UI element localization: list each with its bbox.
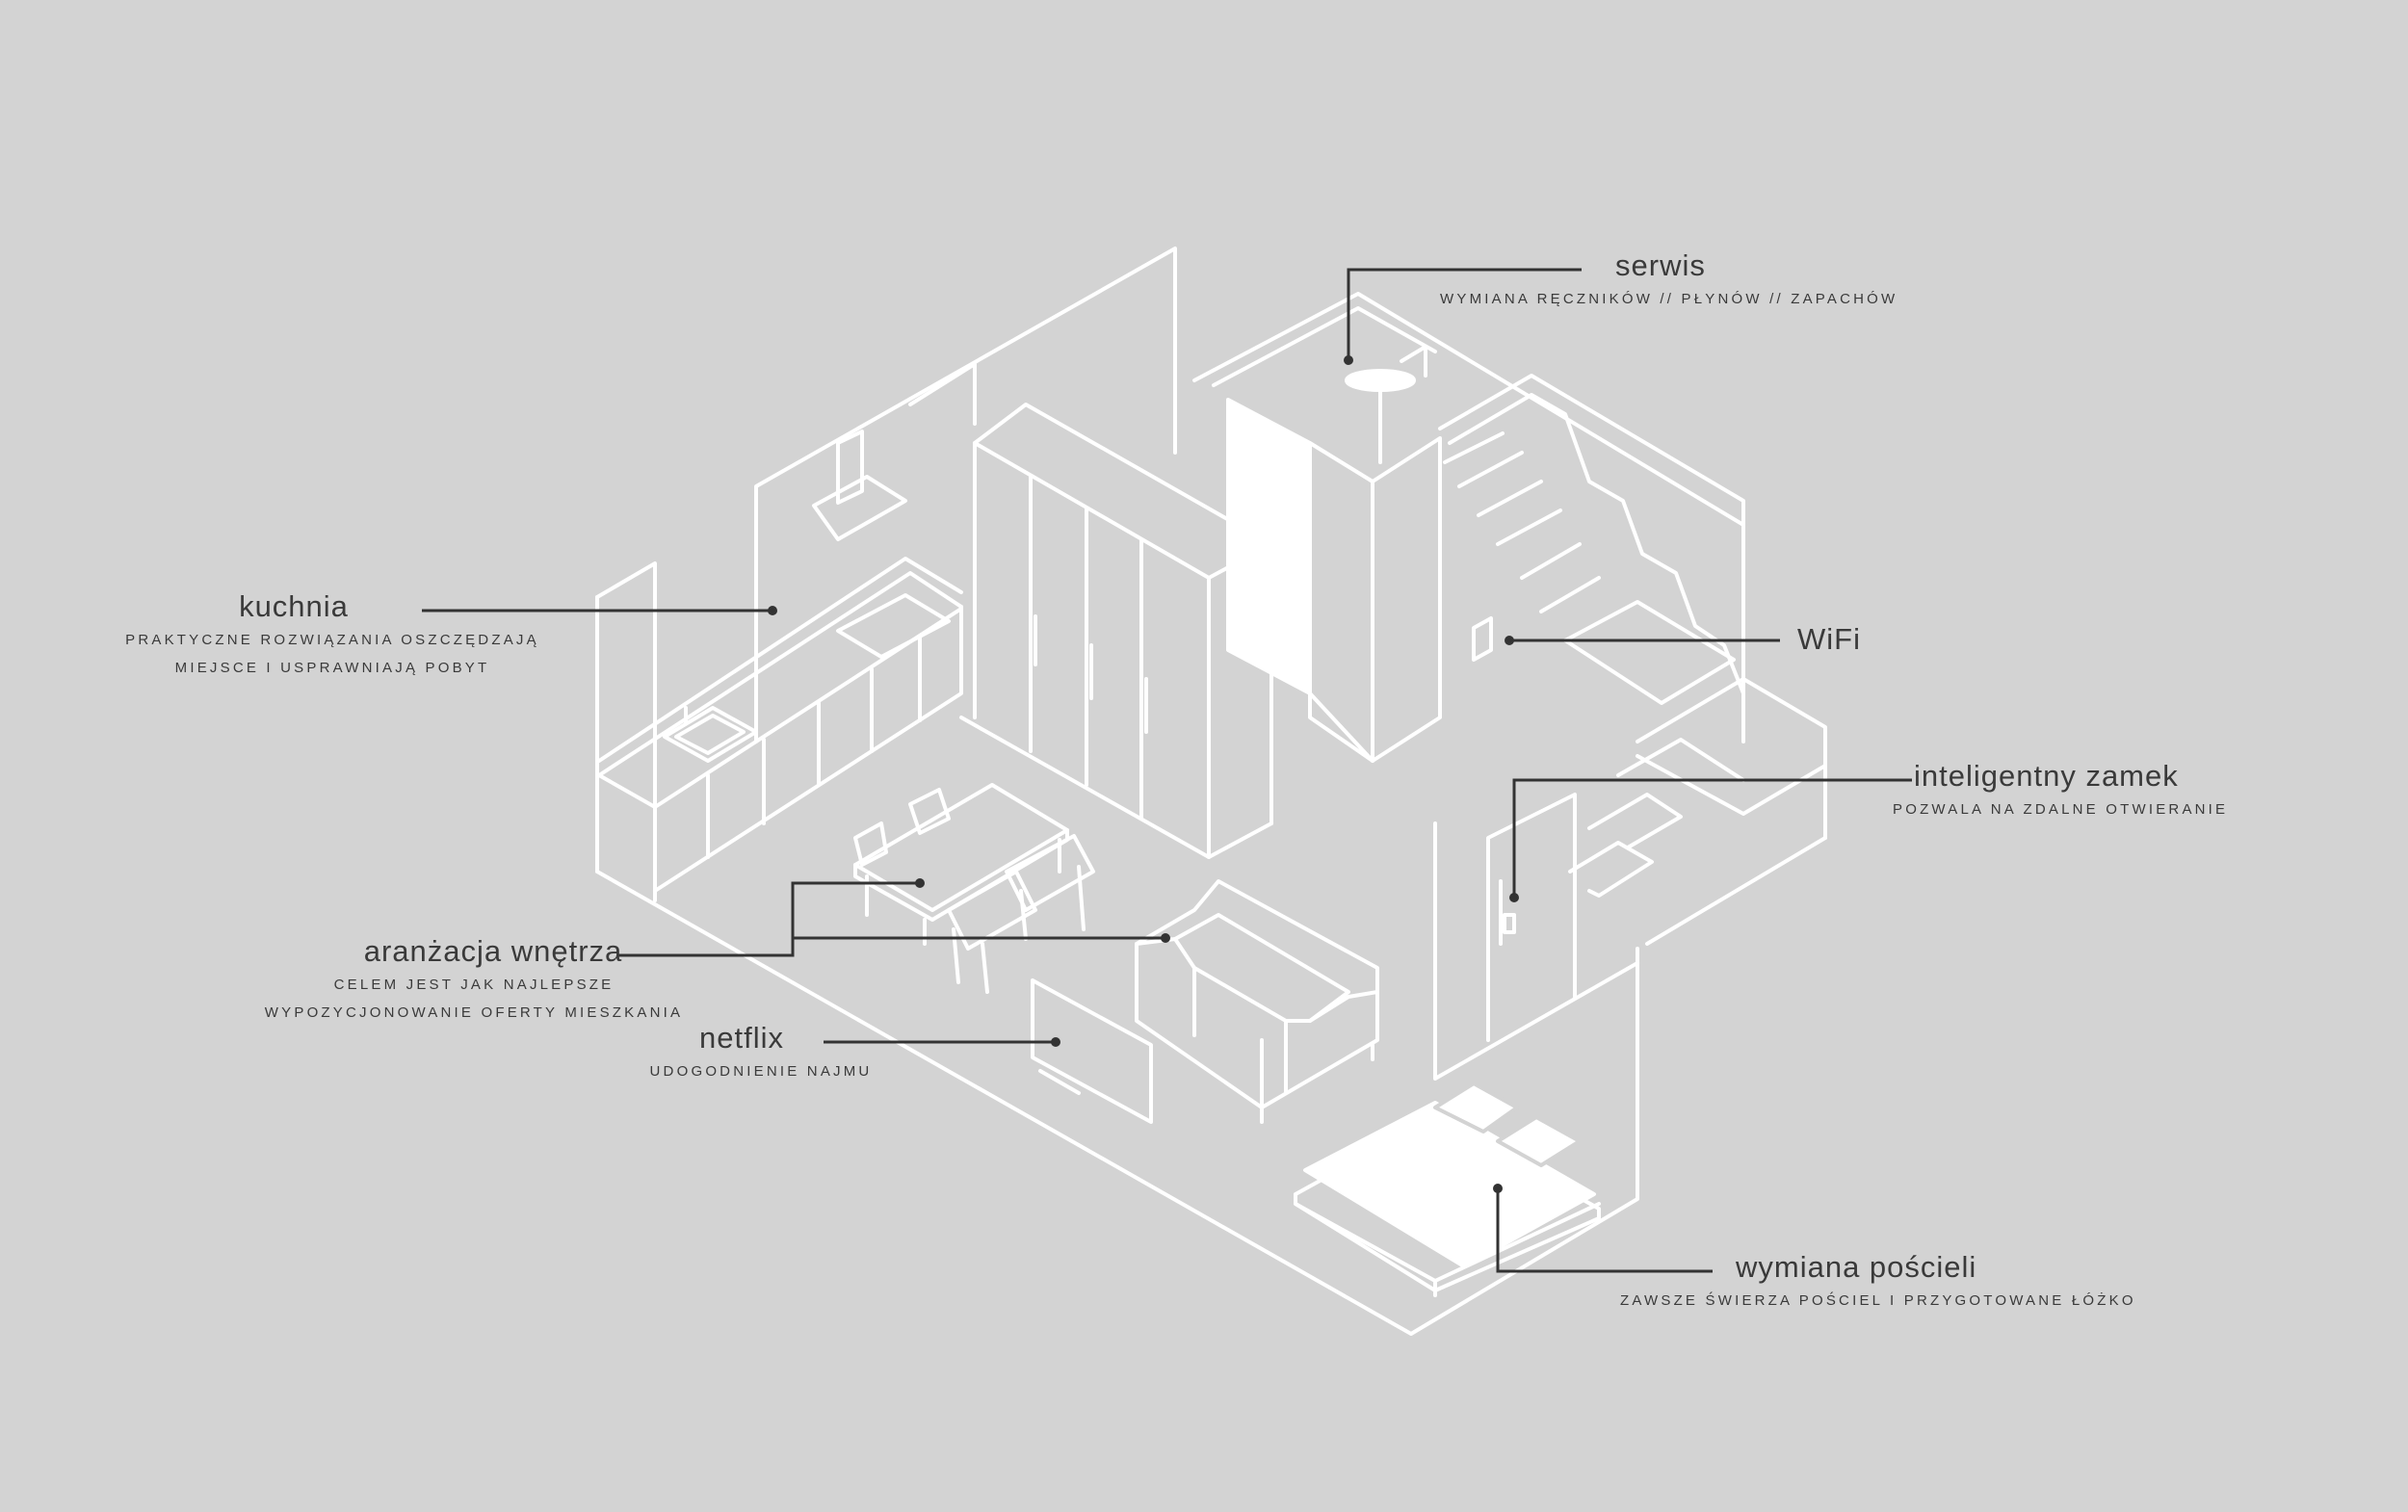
callout-kuchnia-title: kuchnia bbox=[239, 589, 349, 623]
callout-kuchnia-sub1: PRAKTYCZNE ROZWIĄZANIA OSZCZĘDZAJĄ bbox=[125, 632, 539, 648]
callout-kuchnia-sub2: MIEJSCE I USPRAWNIAJĄ POBYT bbox=[174, 660, 490, 676]
callout-kuchnia: kuchnia PRAKTYCZNE ROZWIĄZANIA OSZCZĘDZA… bbox=[125, 589, 539, 682]
callout-netflix-sub1: UDOGODNIENIE NAJMU bbox=[649, 1063, 873, 1080]
callout-netflix: netflix UDOGODNIENIE NAJMU bbox=[636, 1021, 886, 1085]
kitchen-counter bbox=[597, 557, 963, 893]
callout-aranzacja-sub2: WYPOZYCJONOWANIE OFERTY MIESZKANIA bbox=[264, 1004, 684, 1021]
callout-serwis: serwis WYMIANA RĘCZNIKÓW // PŁYNÓW // ZA… bbox=[1440, 248, 1898, 313]
callout-aranzacja-title: aranżacja wnętrza bbox=[363, 934, 623, 968]
wardrobe bbox=[908, 362, 1273, 859]
callout-zamek: inteligentny zamek POZWALA NA ZDALNE OTW… bbox=[1893, 759, 2228, 823]
callout-posciel-sub1: ZAWSZE ŚWIERZA POŚCIEL I PRZYGOTOWANE ŁÓ… bbox=[1620, 1292, 2136, 1309]
zamek-leader bbox=[1512, 778, 1912, 898]
callout-serwis-sub1: WYMIANA RĘCZNIKÓW // PŁYNÓW // ZAPACHÓW bbox=[1440, 291, 1898, 307]
back-wall-right bbox=[1192, 292, 1745, 527]
callout-wifi: WiFi bbox=[1797, 622, 1861, 657]
aranzacja-leader bbox=[618, 881, 920, 957]
callout-posciel: wymiana pościeli ZAWSZE ŚWIERZA POŚCIEL … bbox=[1620, 1250, 2136, 1315]
leader-dots bbox=[768, 355, 1519, 1193]
sofa bbox=[1135, 879, 1379, 1124]
serwis-leader bbox=[1347, 268, 1582, 360]
posciel-leader bbox=[1496, 1188, 1713, 1273]
callout-zamek-title: inteligentny zamek bbox=[1914, 759, 2179, 793]
range-hood bbox=[812, 430, 907, 541]
callout-wifi-title: WiFi bbox=[1797, 622, 1861, 656]
bathroom bbox=[1226, 345, 1442, 763]
callout-posciel-title: wymiana pościeli bbox=[1736, 1250, 1977, 1284]
staircase bbox=[1438, 374, 1827, 898]
floor-outline bbox=[595, 523, 1827, 1336]
tv-screen bbox=[1031, 978, 1153, 1124]
callout-netflix-title: netflix bbox=[699, 1021, 784, 1055]
back-wall-left bbox=[754, 247, 1177, 743]
wifi-router bbox=[1472, 616, 1493, 662]
leader-lines bbox=[422, 268, 1912, 1273]
bed bbox=[1294, 1082, 1601, 1297]
callout-aranzacja: aranżacja wnętrza CELEM JEST JAK NAJLEPS… bbox=[252, 934, 695, 1027]
dining-table bbox=[853, 783, 1095, 994]
callout-aranzacja-sub1: CELEM JEST JAK NAJLEPSZE bbox=[333, 977, 615, 993]
callout-serwis-title: serwis bbox=[1615, 248, 1706, 282]
callout-zamek-sub1: POZWALA NA ZDALNE OTWIERANIE bbox=[1893, 801, 2229, 818]
entrance-door bbox=[1486, 793, 1577, 1042]
